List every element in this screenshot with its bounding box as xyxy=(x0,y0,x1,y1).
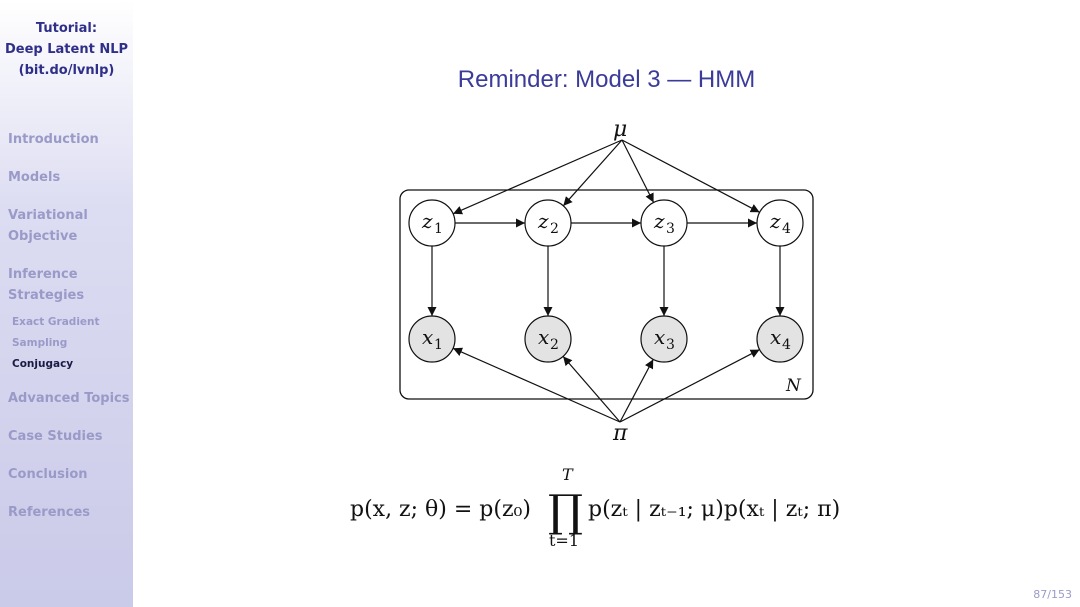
observed-node-subscript: 1 xyxy=(434,337,443,353)
sidebar: Tutorial: Deep Latent NLP (bit.do/lvnlp)… xyxy=(0,0,133,607)
subnav-sampling[interactable]: Sampling xyxy=(12,337,68,349)
observed-node-subscript: 2 xyxy=(550,337,559,353)
nav-label: Objective xyxy=(8,229,78,244)
nav-inference-strategies[interactable]: Inference Strategies xyxy=(8,264,84,306)
sidebar-title[interactable]: Tutorial: Deep Latent NLP (bit.do/lvnlp) xyxy=(0,18,133,81)
latent-node-label: z xyxy=(537,209,549,233)
latent-node-circle xyxy=(408,199,456,247)
latent-node-subscript: 1 xyxy=(434,221,443,237)
plate xyxy=(399,189,814,400)
observed-node-label: x xyxy=(770,325,781,349)
latent-node-subscript: 4 xyxy=(782,221,791,237)
nav-label: Case Studies xyxy=(8,429,103,444)
nav-label: Advanced Topics xyxy=(8,391,130,406)
observed-node-circle xyxy=(524,315,572,363)
latent-node-label: z xyxy=(653,209,665,233)
observed-node-label: x xyxy=(654,325,665,349)
observed-node-label: x xyxy=(422,325,433,349)
nav-case-studies[interactable]: Case Studies xyxy=(8,426,103,447)
observed-node-circle xyxy=(640,315,688,363)
observed-node-circle xyxy=(756,315,804,363)
equation-rhs: p(zₜ | zₜ₋₁; μ)p(xₜ | zₜ; π) xyxy=(588,497,840,522)
page-number: 87/153 xyxy=(1033,588,1072,601)
latent-node-circle xyxy=(524,199,572,247)
latent-node-label: z xyxy=(421,209,433,233)
latent-node-label: z xyxy=(769,209,781,233)
nav-label: Introduction xyxy=(8,132,99,147)
mu-node: μ xyxy=(613,117,627,142)
sidebar-title-line: Tutorial: xyxy=(35,21,98,36)
latent-node-circle xyxy=(756,199,804,247)
equation-lhs: p(x, z; θ) = p(z₀) xyxy=(350,497,531,522)
edge-pi-x2 xyxy=(562,355,621,423)
subnav-conjugacy[interactable]: Conjugacy xyxy=(12,358,74,370)
subnav-exact-gradient[interactable]: Exact Gradient xyxy=(12,316,100,328)
latent-node-subscript: 3 xyxy=(666,221,675,237)
nav-label: Strategies xyxy=(8,288,85,303)
pi-node: π xyxy=(612,421,628,446)
edge-pi-x1 xyxy=(452,347,621,423)
observed-node-subscript: 3 xyxy=(666,337,675,353)
nav-label: Inference xyxy=(8,267,78,282)
nav-label: Variational xyxy=(8,208,88,223)
edge-mu-z4 xyxy=(621,139,760,213)
edge-mu-z2 xyxy=(562,139,623,207)
nav-label: Conclusion xyxy=(8,467,88,482)
nav-models[interactable]: Models xyxy=(8,167,60,188)
product-symbol: ∏ xyxy=(548,486,583,537)
nav-introduction[interactable]: Introduction xyxy=(8,129,99,150)
joint-equation: p(x, z; θ) = p(z₀) ∏ T t=1 p(zₜ | zₜ₋₁; … xyxy=(350,465,840,550)
edge-mu-z3 xyxy=(621,139,655,203)
nav-conclusion[interactable]: Conclusion xyxy=(8,464,88,485)
edge-mu-z1 xyxy=(452,139,623,215)
edges xyxy=(427,139,785,423)
observed-node-subscript: 4 xyxy=(782,337,791,353)
nav-advanced-topics[interactable]: Advanced Topics xyxy=(8,388,130,409)
nav-references[interactable]: References xyxy=(8,502,90,523)
nav-variational-objective[interactable]: Variational Objective xyxy=(8,205,88,247)
sidebar-title-line: (bit.do/lvnlp) xyxy=(18,63,115,78)
nav-label: Models xyxy=(8,170,61,185)
plate-label: N xyxy=(785,376,802,396)
product-upper-bound: T xyxy=(562,465,574,484)
slide-title: Reminder: Model 3 — HMM xyxy=(457,66,756,93)
observed-node-circle xyxy=(408,315,456,363)
product-lower-bound: t=1 xyxy=(549,531,579,550)
edge-pi-x4 xyxy=(619,349,760,423)
latent-node-subscript: 2 xyxy=(550,221,559,237)
sidebar-title-line: Deep Latent NLP xyxy=(4,42,129,57)
observed-node-label: x xyxy=(538,325,549,349)
edge-pi-x3 xyxy=(619,359,654,423)
nav-label: References xyxy=(8,505,91,520)
latent-node-circle xyxy=(640,199,688,247)
